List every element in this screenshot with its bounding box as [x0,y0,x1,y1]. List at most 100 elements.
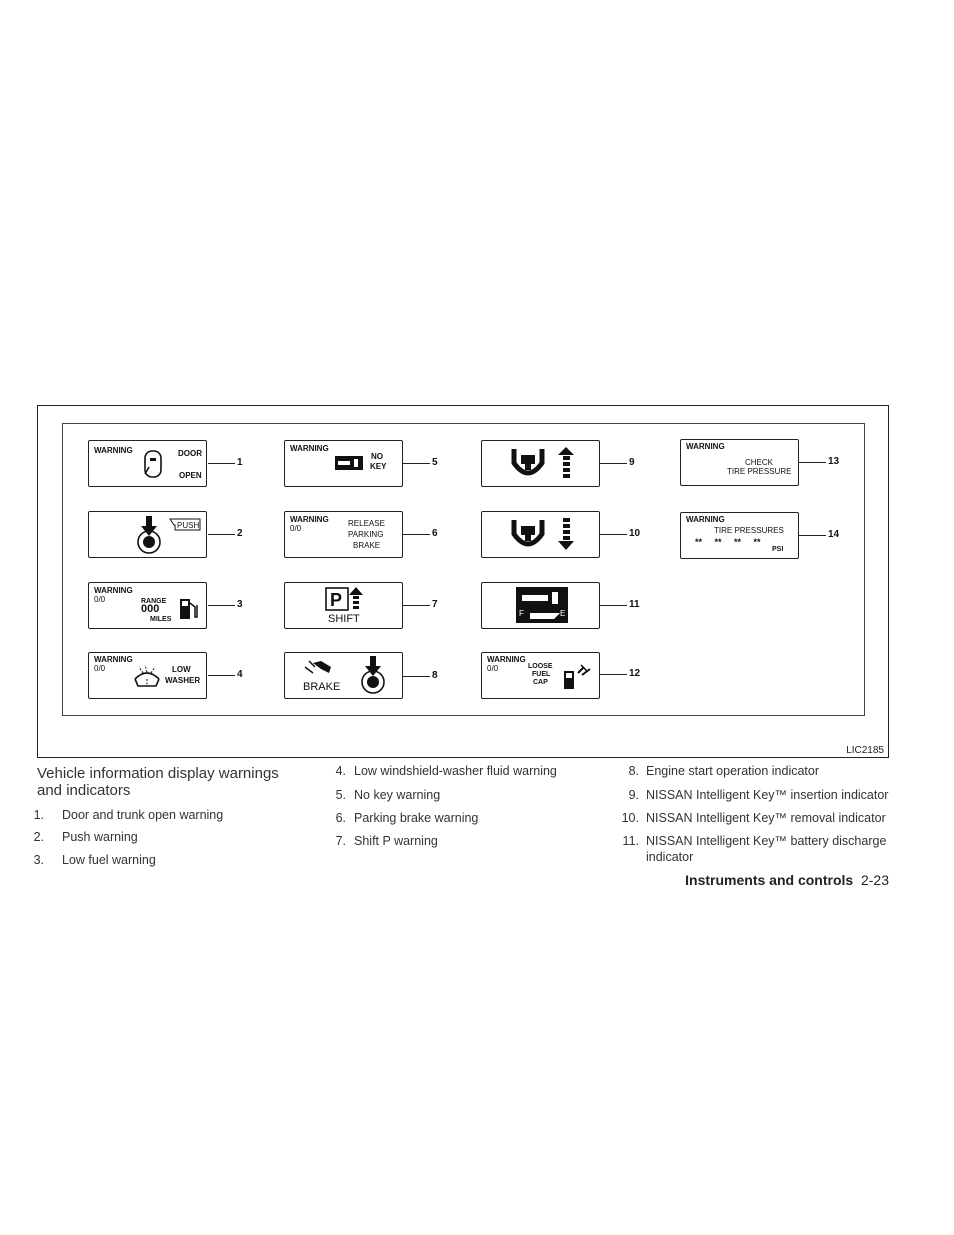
callout-number: 8 [432,670,438,681]
panel-text: BRAKE [353,541,381,550]
key-slot-icon [511,447,574,478]
callout-number: 3 [237,599,243,610]
list-text: Door and trunk open warning [62,808,224,822]
callout-number: 7 [432,599,438,610]
panel-text: LOW [172,665,191,674]
miles-label: MILES [150,616,172,623]
panel-sub: 0/0 [94,664,106,673]
range-label: RANGE [141,598,167,605]
fuel-pump-icon [180,599,198,619]
section-heading: Vehicle information display warnings and… [37,765,279,799]
shift-p-letter: P [330,590,343,610]
list-number: 2. [33,830,44,844]
panel-parking-brake: WARNING 0/0 RELEASE PARKING BRAKE [284,511,403,558]
panel-warning-label: WARNING [290,444,329,453]
callout-number: 6 [432,528,438,539]
page-footer: Instruments and controls 2-23 [685,872,889,888]
foot-brake-icon [304,656,385,694]
list-number: 10. [621,811,639,825]
panel-warning-label: WARNING [487,655,526,664]
list-text: NISSAN Intelligent Key™ removal indicato… [646,811,886,825]
panel-text: CHECK [745,458,774,467]
callout-number: 9 [629,457,635,468]
panel-low-washer: WARNING 0/0 LOW WASHER [88,652,207,699]
battery-f-label: F [519,609,524,618]
footer-section-title: Instruments and controls [685,872,854,888]
fuel-cap-icon [564,664,591,689]
callout-number: 13 [828,456,840,467]
start-button-icon [137,516,201,554]
list-number: 1. [33,808,44,822]
psi-label: PSI [772,546,784,553]
washer-icon [134,664,160,687]
figure-inner-frame [62,423,865,716]
panel-text: RELEASE [348,519,385,528]
battery-key-icon [516,587,568,623]
list-text: NISSAN Intelligent Key™ insertion indica… [646,788,889,802]
list-number: 6. [335,811,346,825]
panel-no-key: WARNING NO KEY [284,440,403,487]
callout-number: 11 [629,599,640,610]
tire-pressure-values: ** ** ** ** [695,537,761,547]
panel-sub: 0/0 [94,595,106,604]
callout-number: 1 [237,457,243,468]
panel-push: PUSH [88,511,207,558]
warning-indicators-figure: WARNING DOOR OPEN 1 PUSH 2 WARNING 0/0 R… [37,405,889,758]
panel-text: PARKING [348,530,384,539]
list-number: 5. [335,788,346,802]
callout-number: 14 [828,529,840,540]
panel-low-fuel: WARNING 0/0 RANGE 000 MILES [88,582,207,629]
list-text: Parking brake warning [354,811,479,825]
panel-shift-p: P SHIFT [284,582,403,629]
range-value: 000 [141,603,160,615]
page-number: 2-23 [860,872,889,888]
panel-brake: BRAKE [284,652,403,699]
panel-key-removal [481,511,600,558]
list-text: Low fuel warning [62,853,156,867]
callout-number: 5 [432,457,438,468]
panel-key-battery: F E [481,582,600,629]
up-arrow-icon [325,587,363,611]
panel-text: NO [371,452,383,461]
callout-number: 2 [237,528,243,539]
list-number: 9. [628,788,639,802]
panel-text: FUEL [532,671,551,678]
battery-e-label: E [560,609,566,618]
panel-text: CAP [533,679,548,686]
panel-warning-label: WARNING [94,586,133,595]
list-text: Engine start operation indicator [646,764,820,778]
panel-warning-label: WARNING [686,515,725,524]
panel-text: TIRE PRESSURES [714,526,784,535]
panel-text: LOOSE [528,663,553,670]
panel-door-open: WARNING DOOR OPEN [88,440,207,487]
panel-tire-pressures: WARNING TIRE PRESSURES ** ** ** ** PSI [680,512,799,559]
panel-loose-fuel-cap: WARNING 0/0 LOOSE FUEL CAP [481,652,600,699]
figure-code: LIC2185 [846,745,884,756]
list-number: 11. [622,834,639,848]
panel-warning-label: WARNING [686,442,725,451]
list-number: 7. [335,834,346,848]
panel-text: WASHER [165,676,201,685]
key-icon [335,456,363,470]
panel-warning-label: WARNING [94,446,133,455]
panel-text: DOOR [178,449,202,458]
list-text: No key warning [354,788,441,802]
door-icon [144,450,162,478]
list-text: Low windshield-washer fluid warning [354,764,557,778]
panel-text: KEY [370,462,387,471]
push-label: PUSH [177,521,200,530]
panel-text: TIRE PRESSURE [727,467,792,476]
list-number: 4. [335,764,346,778]
callout-number: 12 [629,668,641,679]
list-text: Shift P warning [354,834,438,848]
list-text: Push warning [62,830,138,844]
list-number: 3. [33,853,44,867]
panel-warning-label: WARNING [290,515,329,524]
callout-number: 10 [629,528,641,539]
panel-sub: 0/0 [487,664,499,673]
callout-number: 4 [237,669,243,680]
shift-label: SHIFT [328,613,360,625]
list-number: 8. [628,764,639,778]
list-text: NISSAN Intelligent Key™ battery discharg… [646,834,887,864]
brake-label: BRAKE [303,681,341,693]
